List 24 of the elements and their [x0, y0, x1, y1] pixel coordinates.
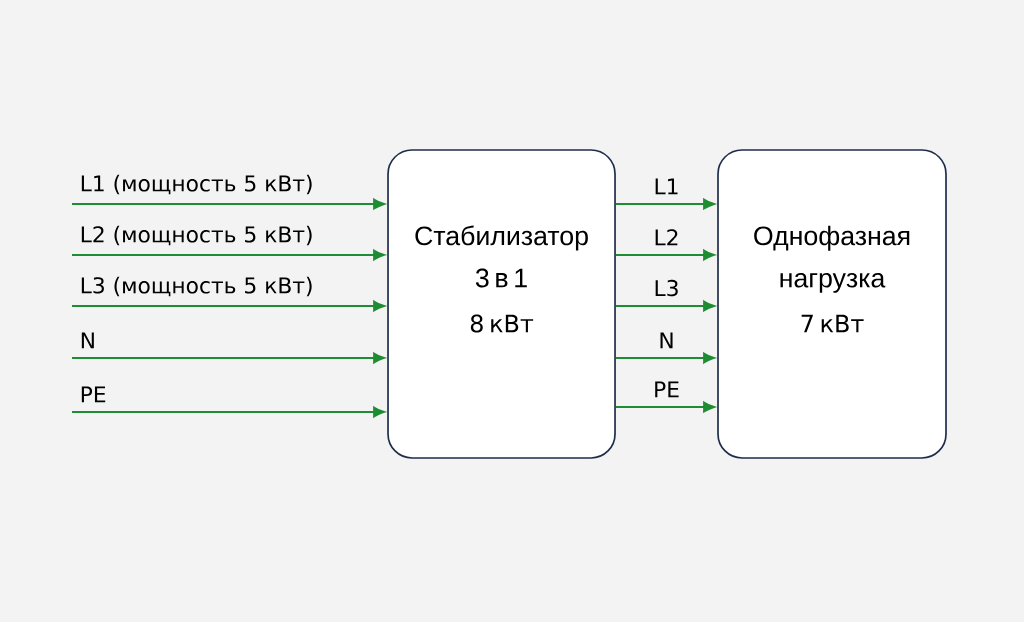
wire-label: L3 (мощность 5 кВт) — [78, 275, 315, 298]
arrow — [614, 401, 715, 413]
wire-label: L2 (мощность 5 кВт) — [78, 224, 315, 247]
wire-label: PE — [651, 380, 682, 399]
block-text: Однофазная нагрузка 7 кВт — [754, 225, 910, 333]
wire-label: PE — [78, 385, 108, 404]
block-text: Стабилизатор 3 в 1 8 кВт — [415, 225, 588, 333]
block-box — [387, 149, 616, 459]
wire-label: L1 — [652, 177, 681, 196]
wire-label: L2 — [652, 227, 681, 247]
block-box — [717, 149, 947, 459]
arrow — [71, 406, 385, 418]
wire-label: L1 (мощность 5 кВт) — [78, 173, 315, 196]
arrow — [71, 198, 385, 210]
arrow — [614, 249, 715, 261]
arrow — [71, 352, 385, 364]
arrow — [71, 249, 385, 261]
arrow — [614, 352, 715, 364]
wire-label: N — [78, 331, 98, 350]
wire-label: L3 — [652, 278, 681, 298]
arrow — [614, 300, 715, 312]
wire-label: N — [656, 331, 677, 350]
arrow — [614, 198, 715, 210]
arrow — [71, 300, 385, 312]
